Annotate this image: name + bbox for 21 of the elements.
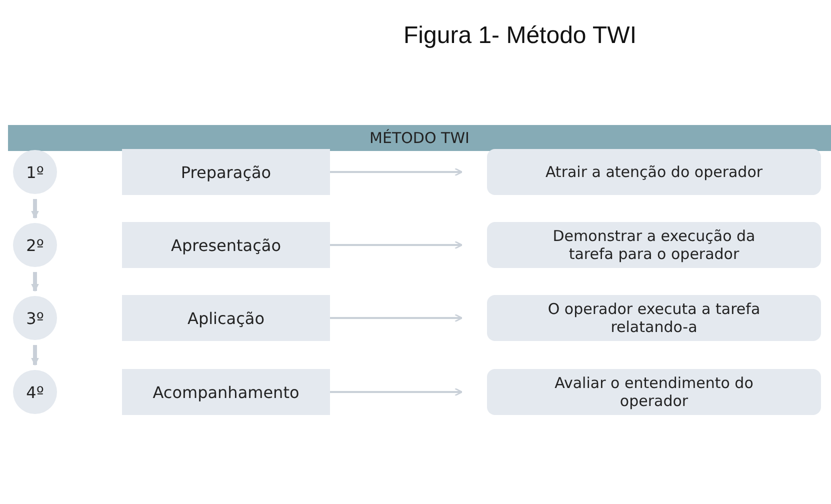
figure-title: Figura 1- Método TWI (402, 22, 638, 50)
description-box: O operador executa a tarefa relatando-a (487, 295, 821, 341)
arrow (31, 199, 39, 219)
description-box: Avaliar o entendimento do operador (487, 369, 821, 415)
arrow (330, 388, 463, 396)
arrow (330, 168, 463, 176)
description-box: Atrair a atenção do operador (487, 149, 821, 195)
step-box: Acompanhamento (122, 369, 330, 415)
step-circle: 3º (13, 296, 57, 340)
description-box: Demonstrar a execução da tarefa para o operador (487, 222, 821, 268)
header-band: MÉTODO TWI (8, 125, 831, 151)
arrow (31, 345, 39, 366)
step-box: Preparação (122, 149, 330, 195)
arrow (330, 314, 463, 322)
step-box: Apresentação (122, 222, 330, 268)
step-circle: 4º (13, 370, 57, 414)
step-box: Aplicação (122, 295, 330, 341)
arrow (330, 240, 463, 250)
step-circle: 2º (13, 223, 57, 267)
step-circle: 1º (13, 150, 57, 194)
arrow (31, 272, 39, 292)
